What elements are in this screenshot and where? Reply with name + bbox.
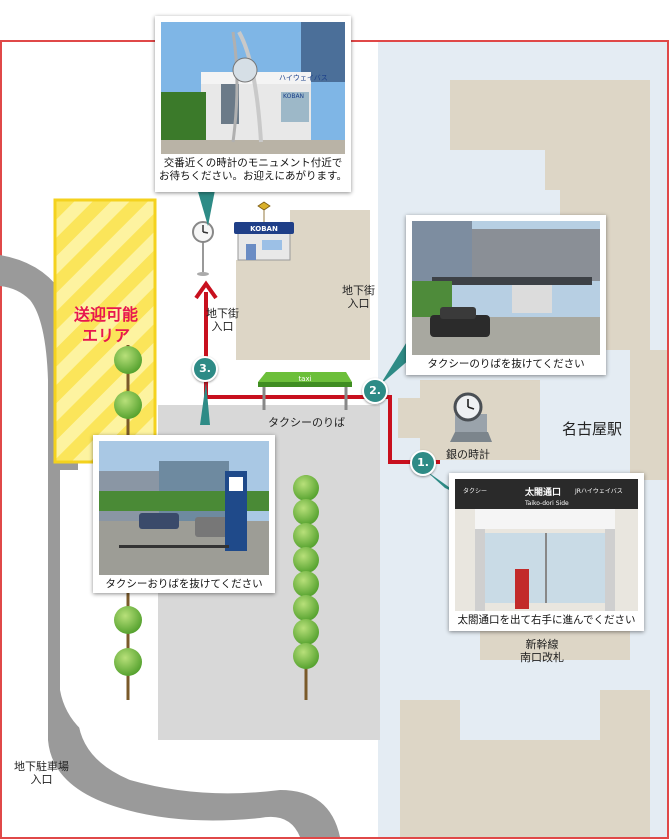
underground-mall-entrance-label: 地下街 入口 (342, 284, 375, 310)
road-island (60, 470, 360, 760)
trees (114, 345, 319, 700)
photo-sign-highway-bus: JRハイウェイバス (574, 487, 623, 495)
pickup-area-label: 送迎可能 エリア (73, 305, 138, 345)
photo-taiko-exit: 太閤通口 Taiko-dori Side JRハイウェイバス タクシー 太閤通口… (449, 473, 644, 631)
koban-sign: KOBAN (250, 225, 278, 233)
step-marker-1: 1. (410, 450, 436, 476)
tree-column (293, 475, 319, 700)
underground-mall-entrance-label: 地下街 入口 (206, 307, 239, 333)
photo-koban-monument-caption: 交番近くの時計のモニュメント付近で お待ちください。お迎えにあがります。 (159, 157, 347, 182)
photo-sign-highway-bus: ハイウェイバス (279, 74, 328, 82)
photo-sign-taiko-en: Taiko-dori Side (524, 500, 569, 507)
photo-sign-taiko: 太閤通口 (524, 486, 561, 498)
tree (114, 590, 142, 700)
silver-clock-icon (450, 392, 492, 442)
photo-taiko-exit-image: 太閤通口 Taiko-dori Side JRハイウェイバス タクシー (455, 479, 638, 611)
photo-taxi-dropoff: タクシーおりばを抜けてください (93, 435, 275, 593)
photo-sign-koban: KOBAN (283, 93, 304, 100)
shinkansen-gate-label: 新幹線 南口改札 (520, 638, 564, 664)
nagoya-station-label: 名古屋駅 (562, 420, 623, 438)
photo-koban-monument: ハイウェイバス KOBAN 交番近くの時計のモニュメント付近で お待ちください。… (155, 16, 351, 192)
photo-koban-monument-image: ハイウェイバス KOBAN (161, 22, 345, 154)
pickup-area (53, 198, 157, 464)
koban-icon (234, 201, 294, 261)
parking-entrance-label: 地下駐車場 入口 (14, 760, 69, 786)
silver-clock-label: 銀の時計 (446, 448, 490, 461)
step-marker-3: 3. (192, 356, 218, 382)
photo-taiko-exit-caption: 太閤通口を出て右手に進んでください (457, 614, 636, 626)
photo-taxi-dropoff-image (99, 441, 269, 575)
pillar-block (398, 398, 420, 438)
clock-monument-icon (192, 221, 214, 276)
taxi-shelter (258, 372, 352, 410)
route-arrowhead (194, 280, 218, 300)
step-marker-2: 2. (362, 378, 388, 404)
photo-sign-taxi: タクシー (463, 487, 487, 495)
photo-taxi-stand-image (412, 221, 600, 355)
photo-taxi-stand: タクシーのりばを抜けてください (406, 215, 606, 375)
photo-taxi-stand-caption: タクシーのりばを抜けてください (427, 358, 585, 370)
taxi-stand-label: タクシーのりば (268, 416, 345, 429)
shelter-sign: taxi (298, 375, 311, 383)
tree (114, 345, 142, 435)
photo-taxi-dropoff-caption: タクシーおりばを抜けてください (105, 578, 263, 590)
